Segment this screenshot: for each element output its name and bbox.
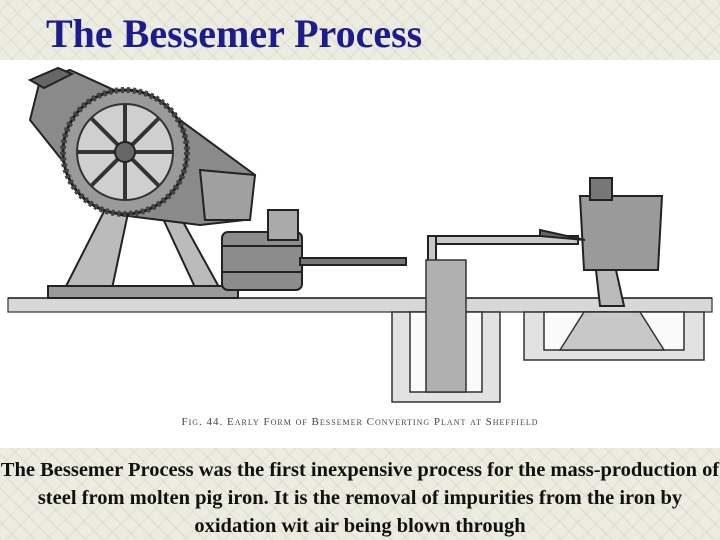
ladle xyxy=(221,209,407,291)
description-text: The Bessemer Process was the first inexp… xyxy=(0,459,720,537)
bessemer-plant-drawing xyxy=(7,66,713,403)
receiving-vessel xyxy=(539,177,664,307)
figure-caption: Fig. 44. Early Form of Bessemer Converti… xyxy=(181,416,539,428)
gear-wheel xyxy=(60,87,190,217)
slide-title: The Bessemer Process xyxy=(46,11,423,56)
figure-illustration xyxy=(0,60,720,448)
casting-pit xyxy=(391,259,705,403)
